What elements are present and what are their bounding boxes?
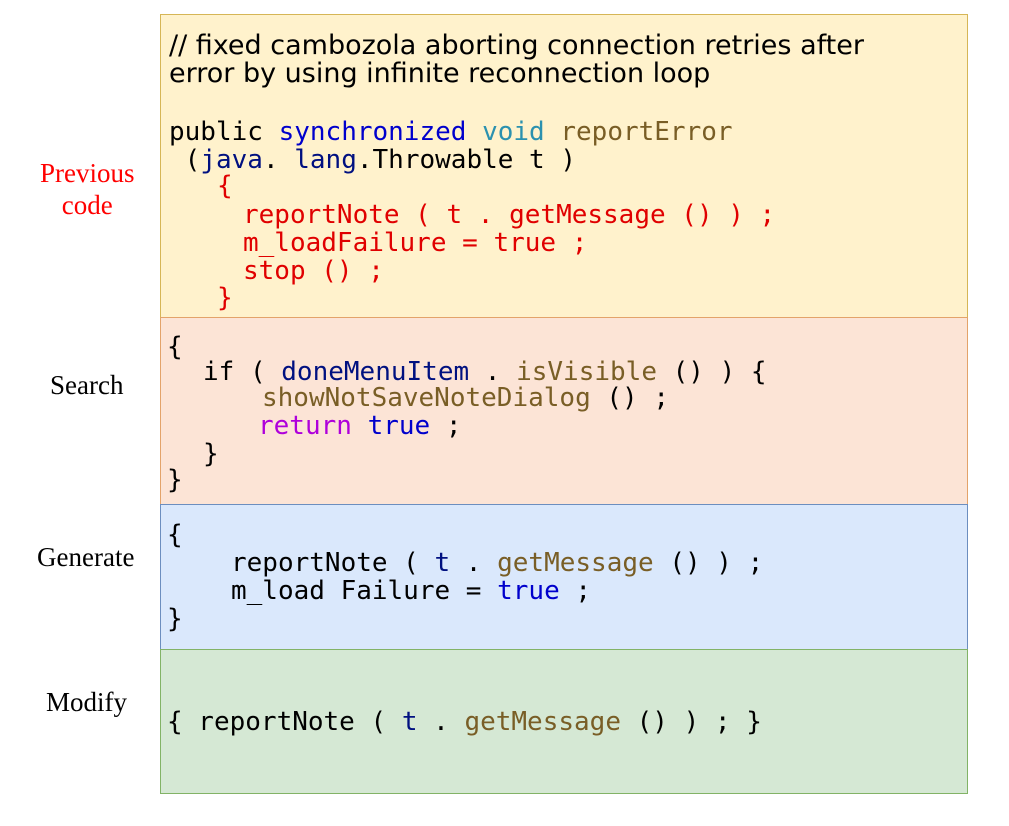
kw-if: if ( (203, 357, 282, 387)
mod-getMessage: getMessage (464, 707, 621, 737)
comment-line-2: error by using infinite reconnection loo… (169, 58, 711, 89)
mod-a: { reportNote ( (167, 707, 402, 737)
dot: . (469, 357, 517, 387)
kw-synchronized: synchronized (278, 117, 467, 147)
kw-void: void (482, 117, 545, 147)
label-previous-code: Previous code (40, 157, 135, 222)
fn-isVisible: isVisible (516, 357, 657, 387)
search-close-outer: } (167, 465, 183, 495)
generate-close: } (167, 604, 183, 634)
search-close-inner: } (203, 439, 219, 469)
method-signature-line2: (java. lang.Throwable t ) (169, 146, 576, 174)
mod-b: . (417, 707, 465, 737)
label-previous-line: Previous code (40, 158, 135, 221)
search-return-line: return true ; (258, 412, 462, 440)
comment-line-1: // fixed cambozola aborting connection r… (169, 30, 864, 61)
modify-box (160, 649, 968, 794)
pkg-java: java (200, 145, 263, 175)
gen-reportNote: reportNote ( (231, 548, 435, 578)
gen-getMessage: getMessage (497, 548, 654, 578)
prev-body-line1: reportNote ( t . getMessage () ) ; (243, 200, 776, 230)
prev-body-line3: stop () ; (243, 256, 384, 286)
fn-reportError: reportError (560, 117, 733, 147)
commit-comment: // fixed cambozola aborting connection r… (169, 32, 864, 88)
kw-public: public (169, 117, 279, 147)
mod-c: () ) ; } (620, 707, 762, 737)
semi: ; (430, 411, 462, 441)
modify-line: { reportNote ( t . getMessage () ) ; } (167, 708, 762, 736)
search-open: { (167, 332, 183, 362)
sig-open: ( (169, 145, 201, 175)
generate-open: { (167, 520, 183, 550)
gen-semi: ; (559, 576, 592, 606)
gen-true: true (497, 576, 560, 606)
gen-dot: . (450, 548, 498, 578)
mod-t: t (401, 707, 418, 737)
if-tail: () ) { (656, 357, 767, 387)
gen-t: t (434, 548, 451, 578)
fn-showNotSaveNoteDialog: showNotSaveNoteDialog (262, 383, 591, 413)
kw-true: true (367, 411, 431, 441)
search-box (160, 317, 968, 505)
search-if-line: if ( doneMenuItem . isVisible () ) { (203, 358, 767, 386)
prev-brace-close: } (217, 283, 233, 313)
generate-line2: m_load Failure = true ; (231, 577, 591, 605)
generate-line1: reportNote ( t . getMessage () ) ; (231, 549, 763, 577)
label-generate: Generate (37, 542, 135, 572)
sig-dot: . (262, 145, 295, 175)
var-doneMenuItem: doneMenuItem (281, 357, 470, 387)
label-modify: Modify (46, 687, 127, 717)
search-show-line: showNotSaveNoteDialog () ; (262, 384, 669, 412)
pkg-lang: lang (294, 145, 357, 175)
gen-tail: () ) ; (653, 548, 764, 578)
previous-code-box (160, 14, 968, 318)
kw-return: return (258, 411, 352, 441)
prev-brace-open: { (217, 171, 233, 201)
method-signature-line1: public synchronized void reportError (169, 118, 733, 146)
label-search: Search (50, 370, 124, 400)
show-tail: () ; (590, 383, 670, 413)
gen-mload: m_load Failure = (231, 576, 498, 606)
prev-body-line2: m_loadFailure = true ; (243, 228, 588, 258)
sig-throwable: .Throwable t ) (356, 145, 577, 175)
